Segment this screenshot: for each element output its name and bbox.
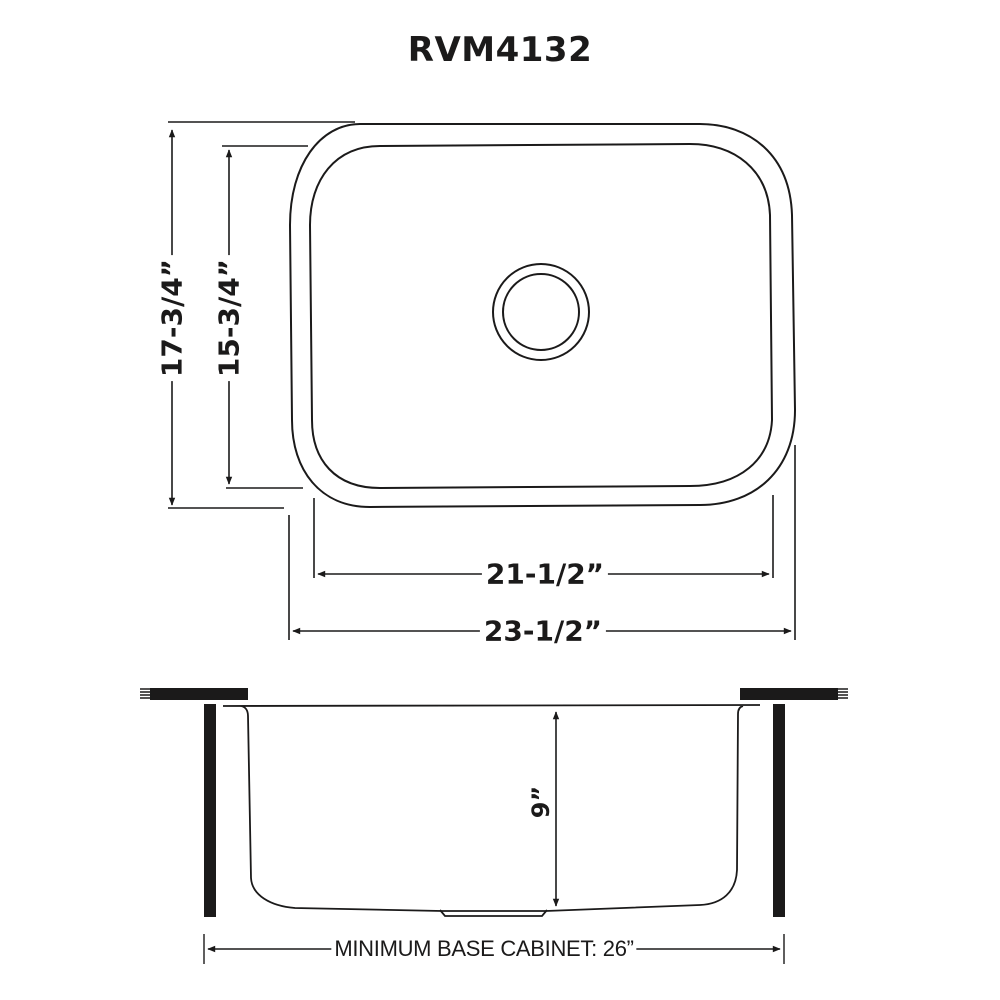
label-outer-width: 23-1/2” [479, 614, 607, 648]
model-title: RVM4132 [407, 30, 593, 70]
dimension-outer-depth [168, 122, 355, 508]
sink-profile [223, 705, 760, 911]
label-min-base-cabinet: MINIMUM BASE CABINET: 26” [331, 936, 637, 962]
label-inner-width: 21-1/2” [481, 557, 609, 591]
cabinet-wall-right [773, 704, 785, 917]
sink-inner-bowl [310, 144, 772, 488]
countertop-right-break [836, 689, 848, 698]
drain-outer-icon [493, 264, 589, 360]
top-view [290, 124, 795, 507]
label-inner-depth: 15-3/4” [212, 254, 246, 382]
countertop-right [740, 688, 838, 700]
side-view [140, 688, 848, 917]
label-outer-depth: 17-3/4” [155, 254, 189, 382]
drain-bottom [440, 910, 547, 916]
label-bowl-depth: 9” [527, 783, 555, 821]
sink-outer-rim [290, 124, 795, 507]
cabinet-wall-left [204, 704, 216, 917]
countertop-left-break [140, 689, 152, 698]
countertop-left [150, 688, 248, 700]
dimension-outer-width [289, 445, 795, 640]
drain-inner-icon [503, 274, 579, 350]
